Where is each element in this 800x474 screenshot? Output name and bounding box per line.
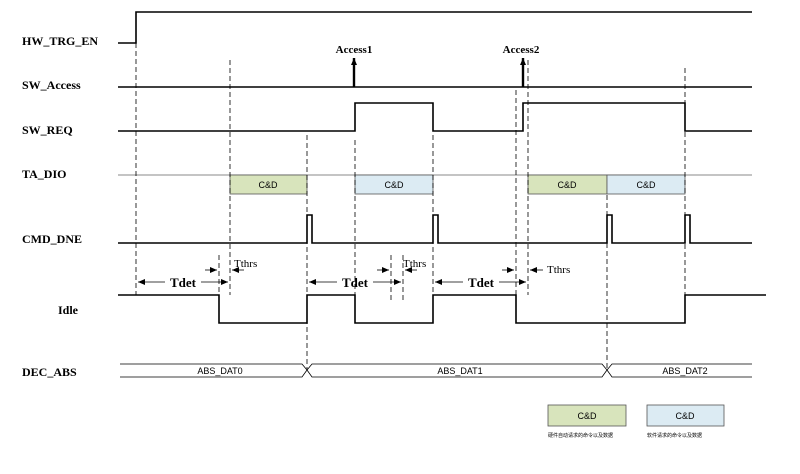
- svg-text:硬件自动请求的命令以及数据: 硬件自动请求的命令以及数据: [548, 432, 613, 439]
- ta-dio-box: C&D: [229, 174, 308, 195]
- legend-software: C&D 软件请求的命令以及数据: [646, 404, 725, 439]
- access1-label: Access1: [336, 44, 373, 56]
- svg-text:Tdet: Tdet: [170, 275, 197, 290]
- svg-text:C&D: C&D: [557, 180, 577, 190]
- signal-label-dec-abs: DEC_ABS: [22, 365, 77, 379]
- idle-waveform: [118, 294, 766, 324]
- tdet-measure-2: Tdet: [309, 275, 401, 290]
- ta-dio-box: C&D: [354, 174, 434, 195]
- svg-text:C&D: C&D: [636, 180, 656, 190]
- sw-req-waveform: [118, 102, 752, 132]
- tthrs-measure-1: Tthrs: [205, 258, 257, 273]
- svg-text:Tthrs: Tthrs: [403, 258, 426, 270]
- svg-text:Tdet: Tdet: [342, 275, 369, 290]
- svg-text:软件请求的命令以及数据: 软件请求的命令以及数据: [647, 432, 702, 439]
- signal-label-idle: Idle: [58, 303, 79, 317]
- dec-abs-segment-1: ABS_DAT1: [437, 366, 482, 376]
- ta-dio-box: C&D: [527, 174, 608, 195]
- tthrs-measure-3: Tthrs: [502, 264, 570, 276]
- ta-dio-box: C&D: [606, 174, 686, 195]
- dec-abs-bus: [120, 363, 752, 378]
- signal-label-sw-req: SW_REQ: [22, 123, 73, 137]
- svg-text:Tdet: Tdet: [468, 275, 495, 290]
- svg-text:C&D: C&D: [258, 180, 278, 190]
- signal-label-hw-trg-en: HW_TRG_EN: [22, 34, 98, 48]
- signal-label-ta-dio: TA_DIO: [22, 167, 66, 181]
- cmd-dne-waveform: [118, 214, 752, 244]
- tdet-measure-3: Tdet: [435, 275, 526, 290]
- dec-abs-segment-0: ABS_DAT0: [197, 366, 242, 376]
- tdet-measure-1: Tdet: [138, 275, 228, 290]
- svg-text:Tthrs: Tthrs: [547, 264, 570, 276]
- hw-trg-en-waveform: [118, 11, 752, 44]
- access2-label: Access2: [503, 44, 540, 56]
- signal-label-sw-access: SW_Access: [22, 78, 81, 92]
- svg-text:C&D: C&D: [384, 180, 404, 190]
- tthrs-measure-2: Tthrs: [377, 258, 426, 273]
- svg-text:Tthrs: Tthrs: [234, 258, 257, 270]
- dec-abs-segment-2: ABS_DAT2: [662, 366, 707, 376]
- guide-lines: [135, 43, 686, 370]
- svg-text:C&D: C&D: [675, 411, 695, 421]
- legend-hardware: C&D 硬件自动请求的命令以及数据: [547, 404, 627, 439]
- signal-label-cmd-dne: CMD_DNE: [22, 232, 82, 246]
- svg-text:C&D: C&D: [577, 411, 597, 421]
